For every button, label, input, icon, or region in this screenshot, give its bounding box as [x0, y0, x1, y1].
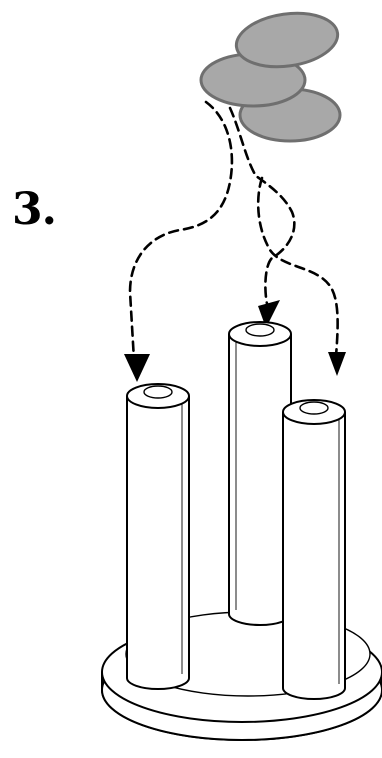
rod-center-body: [229, 334, 291, 614]
arrowhead-right: [328, 352, 346, 376]
arrow-path-left: [128, 100, 234, 362]
step-number-label: 3.: [12, 184, 57, 235]
rod-center: [228, 321, 292, 626]
rod-left-body: [127, 396, 189, 678]
rod-right-hole: [299, 401, 329, 415]
rod-right: [282, 399, 346, 700]
arrowhead-center: [258, 300, 280, 328]
rod-left: [126, 383, 190, 690]
rod-center-hole: [245, 323, 275, 337]
arrowhead-left: [124, 354, 150, 382]
disc-top: [234, 11, 340, 69]
arrow-heads: [124, 300, 346, 382]
arrow-path-center: [228, 106, 296, 310]
disc-stack: [199, 11, 342, 143]
rod-left-hole: [143, 385, 173, 399]
rod-right-body: [283, 412, 345, 688]
arrow-path-right: [256, 176, 339, 358]
arrow-paths: [128, 100, 339, 362]
